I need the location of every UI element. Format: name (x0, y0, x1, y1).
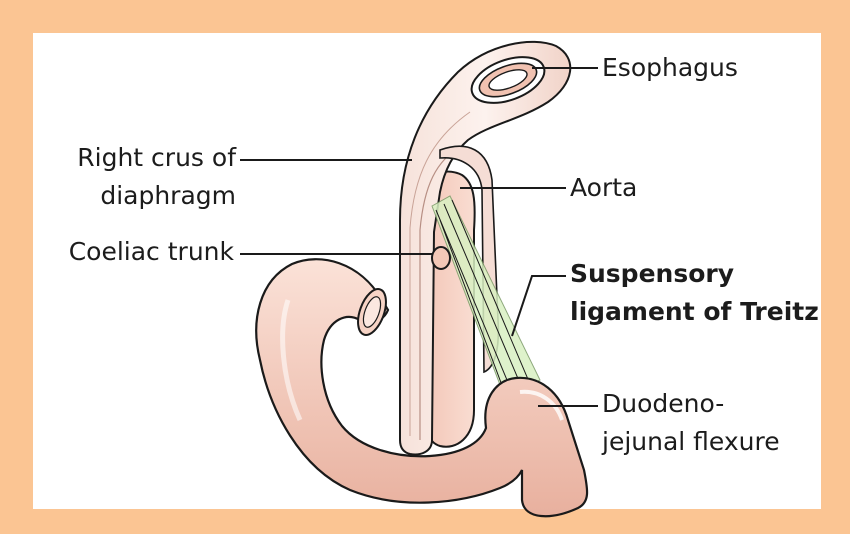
label-dj-line2: jejunal flexure (602, 426, 780, 457)
label-coeliac-trunk: Coeliac trunk (20, 236, 234, 267)
label-suspensory-line1: Suspensory (570, 258, 734, 289)
label-right-crus-line1: Right crus of (40, 142, 236, 173)
label-right-crus-line2: diaphragm (40, 180, 236, 211)
label-aorta: Aorta (570, 172, 637, 203)
coeliac-trunk-shape (432, 247, 450, 269)
label-dj-line1: Duodeno- (602, 388, 724, 419)
label-esophagus: Esophagus (602, 52, 738, 83)
label-suspensory-line2: ligament of Treitz (570, 296, 819, 327)
